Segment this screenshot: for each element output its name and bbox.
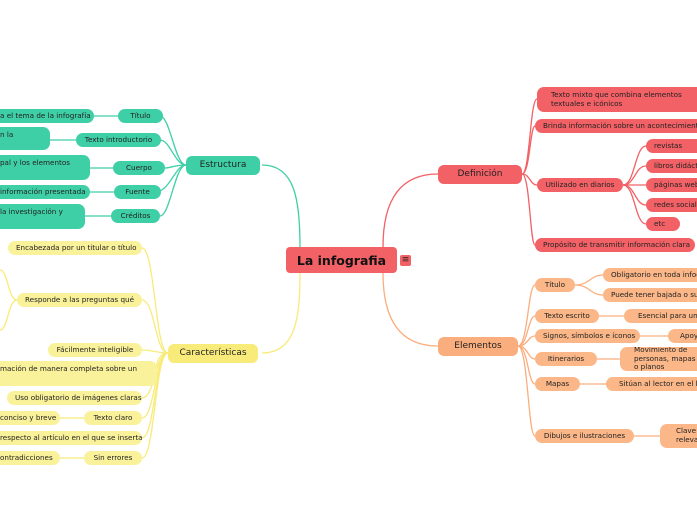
branch-estructura[interactable]: Estructura <box>186 156 260 175</box>
branch-caracteristicas-label: Características <box>179 348 247 359</box>
structure-detail-titulo[interactable]: a el tema de la infografía <box>0 109 94 123</box>
element-itinerarios[interactable]: Itinerarios <box>535 352 597 366</box>
characteristic-completa[interactable]: mación de manera completa sobre un <box>0 361 157 386</box>
characteristic-label: Responde a las preguntas qué <box>25 294 134 304</box>
structure-detail-label: información presentada <box>0 186 86 196</box>
characteristic-sin-errores[interactable]: Sin errores <box>84 451 142 465</box>
media-label: páginas web <box>654 179 697 189</box>
element-label: Dibujos e ilustraciones <box>543 430 626 440</box>
menu-icon[interactable]: ≡ <box>400 255 411 266</box>
characteristic-imagenes[interactable]: Uso obligatorio de imágenes claras <box>7 391 142 405</box>
element-texto-esencial[interactable]: Esencial para una <box>624 309 697 323</box>
media-revistas[interactable]: revistas <box>646 139 697 153</box>
element-detail-label: Movimiento de personas, mapas o planos <box>634 347 696 371</box>
element-label: Signos, símbolos e íconos <box>543 330 636 340</box>
characteristic-label: ontradicciones <box>0 452 53 462</box>
branch-elementos[interactable]: Elementos <box>438 337 518 356</box>
element-label: Texto escrito <box>544 310 590 320</box>
characteristic-contradicciones[interactable]: ontradicciones <box>0 451 60 465</box>
structure-detail-label: a el tema de la infografía <box>0 110 91 120</box>
media-paginas-web[interactable]: páginas web <box>646 178 697 192</box>
branch-definicion[interactable]: Definición <box>438 165 522 184</box>
media-label: libros didácticos <box>654 160 697 170</box>
structure-item-fuente[interactable]: Fuente <box>114 185 161 199</box>
characteristic-label: Uso obligatorio de imágenes claras <box>15 392 142 402</box>
structure-item-label: Texto introductorio <box>84 134 153 144</box>
characteristic-label: Fácilmente inteligible <box>56 344 134 354</box>
element-titulo-obligatorio[interactable]: Obligatorio en toda infografía <box>603 268 697 282</box>
branch-elementos-label: Elementos <box>454 341 502 352</box>
media-etc[interactable]: etc <box>646 217 680 231</box>
central-topic-label: La infografia <box>296 252 387 268</box>
element-titulo-bajada[interactable]: Puede tener bajada o subtítulo <box>603 288 697 302</box>
structure-detail-texto-introductorio[interactable]: n la <box>0 127 50 150</box>
element-dibujos-clave[interactable]: Clave relevante <box>660 424 697 448</box>
structure-item-titulo[interactable]: Título <box>118 109 163 123</box>
definition-label: Propósito de transmitir información clar… <box>543 239 691 249</box>
central-topic[interactable]: La infografia <box>286 247 397 273</box>
characteristic-inteligible[interactable]: Fácilmente inteligible <box>48 343 142 357</box>
structure-item-label: Cuerpo <box>126 162 152 172</box>
characteristic-label: conciso y breve <box>0 412 57 422</box>
structure-detail-label: pal y los elementos <box>0 158 70 167</box>
characteristic-responde[interactable]: Responde a las preguntas qué <box>17 293 142 307</box>
element-label: Mapas <box>545 378 570 388</box>
characteristic-label: Encabezada por un titular o título <box>16 242 137 252</box>
characteristic-label: Sin errores <box>93 452 133 462</box>
branch-estructura-label: Estructura <box>199 160 247 171</box>
element-detail-label: Puede tener bajada o subtítulo <box>611 289 697 299</box>
definition-label: Brinda información sobre un acontecimien… <box>543 120 697 130</box>
element-texto-escrito[interactable]: Texto escrito <box>535 309 599 323</box>
characteristic-label: mación de manera completa sobre un <box>0 364 138 373</box>
characteristic-conciso[interactable]: conciso y breve <box>0 411 60 425</box>
element-mapas[interactable]: Mapas <box>535 377 580 391</box>
media-label: etc <box>654 218 666 228</box>
structure-item-label: Fuente <box>125 186 150 196</box>
definition-brinda[interactable]: Brinda información sobre un acontecimien… <box>535 119 697 133</box>
element-label: Título <box>544 279 566 289</box>
structure-detail-creditos[interactable]: la investigación y <box>0 204 85 229</box>
element-signos[interactable]: Signos, símbolos e íconos <box>535 329 640 343</box>
definition-proposito[interactable]: Propósito de transmitir información clar… <box>535 238 695 252</box>
element-mapas-situan[interactable]: Sitúan al lector en el lugar <box>606 377 697 391</box>
characteristic-texto-claro[interactable]: Texto claro <box>84 411 142 425</box>
characteristic-encabezada[interactable]: Encabezada por un titular o título <box>8 241 142 255</box>
structure-item-texto-introductorio[interactable]: Texto introductorio <box>76 133 161 147</box>
media-redes-sociales[interactable]: redes sociales <box>646 198 697 212</box>
definition-label: Texto mixto que combina elementos textua… <box>551 89 682 108</box>
media-label: redes sociales <box>654 199 697 209</box>
element-titulo[interactable]: Título <box>535 278 575 292</box>
structure-item-label: Título <box>130 110 151 120</box>
media-label: revistas <box>654 140 683 150</box>
characteristic-label: respecto al artículo en el que se insert… <box>0 432 142 442</box>
definition-texto-mixto[interactable]: Texto mixto que combina elementos textua… <box>537 87 697 112</box>
element-dibujos[interactable]: Dibujos e ilustraciones <box>535 429 634 443</box>
element-detail-label: Sitúan al lector en el lugar <box>619 378 697 388</box>
structure-item-label: Créditos <box>120 210 151 220</box>
element-detail-label: Obligatorio en toda infografía <box>611 269 697 279</box>
structure-item-cuerpo[interactable]: Cuerpo <box>113 161 165 175</box>
structure-detail-fuente[interactable]: información presentada <box>0 185 90 199</box>
structure-detail-label: la investigación y <box>0 207 63 216</box>
structure-item-creditos[interactable]: Créditos <box>111 209 160 223</box>
branch-definicion-label: Definición <box>457 169 503 180</box>
structure-detail-label: n la <box>0 130 14 139</box>
media-libros[interactable]: libros didácticos <box>646 159 697 173</box>
structure-detail-cuerpo[interactable]: pal y los elementos <box>0 155 90 180</box>
element-detail-label: Esencial para una <box>638 310 697 320</box>
branch-caracteristicas[interactable]: Características <box>168 344 258 363</box>
element-label: Itinerarios <box>547 353 585 363</box>
element-itinerarios-movimiento[interactable]: Movimiento de personas, mapas o planos <box>620 347 697 371</box>
characteristic-articulo[interactable]: respecto al artículo en el que se insert… <box>0 431 142 445</box>
characteristic-label: Texto claro <box>93 412 133 422</box>
element-detail-label: Clave relevante <box>676 426 697 444</box>
element-detail-label: Apoyo <box>680 330 697 340</box>
element-signos-apoyo[interactable]: Apoyo <box>668 329 697 343</box>
definition-diarios[interactable]: Utilizado en diarios <box>537 178 623 192</box>
definition-label: Utilizado en diarios <box>545 179 615 189</box>
